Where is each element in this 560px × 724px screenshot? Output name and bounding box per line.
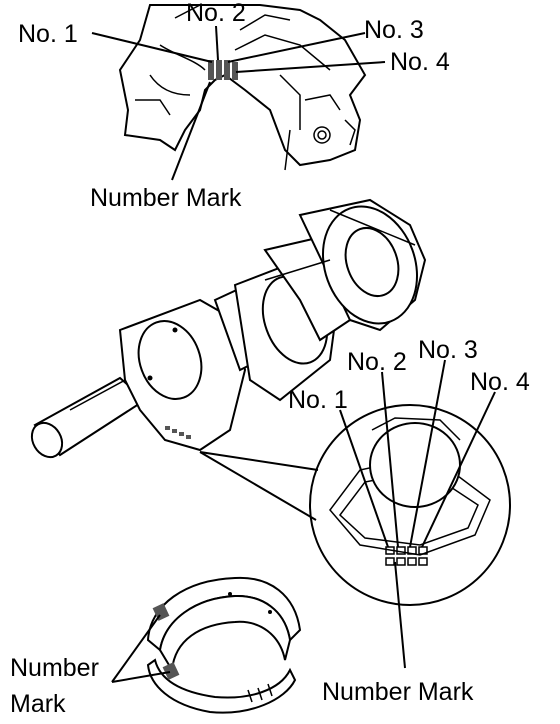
- crankshaft-number-marks: [165, 426, 191, 439]
- magnified-view: [199, 404, 511, 606]
- bearing-leader-lines: [111, 614, 171, 683]
- engine-block-label-no4: No. 4: [390, 48, 450, 76]
- crankshaft-label-no3: No. 3: [418, 336, 478, 364]
- bearing-shells-illustration: [146, 576, 302, 714]
- engine-block-label-no2: No. 2: [186, 0, 246, 27]
- engine-block-label-no1: No. 1: [18, 20, 78, 48]
- bearing-number-mark-label-line2: Mark: [10, 690, 66, 718]
- crankshaft-label-no4: No. 4: [470, 368, 530, 396]
- engine-block-number-mark-label: Number Mark: [90, 184, 242, 212]
- bearing-number-mark-label-line1: Number: [10, 654, 99, 682]
- engine-block-leader-lines: [91, 25, 386, 181]
- crankshaft-label-no2: No. 2: [347, 348, 407, 376]
- magnified-number-marks: [385, 546, 428, 566]
- engine-block-number-marks: [208, 60, 238, 80]
- crankshaft-leader-lines: [339, 359, 496, 669]
- crankshaft-number-mark-label: Number Mark: [322, 678, 474, 706]
- crankshaft-illustration: [30, 198, 427, 459]
- engine-block-label-no3: No. 3: [364, 16, 424, 44]
- crankshaft-label-no1: No. 1: [288, 386, 348, 414]
- engine-block-illustration: [118, 4, 367, 171]
